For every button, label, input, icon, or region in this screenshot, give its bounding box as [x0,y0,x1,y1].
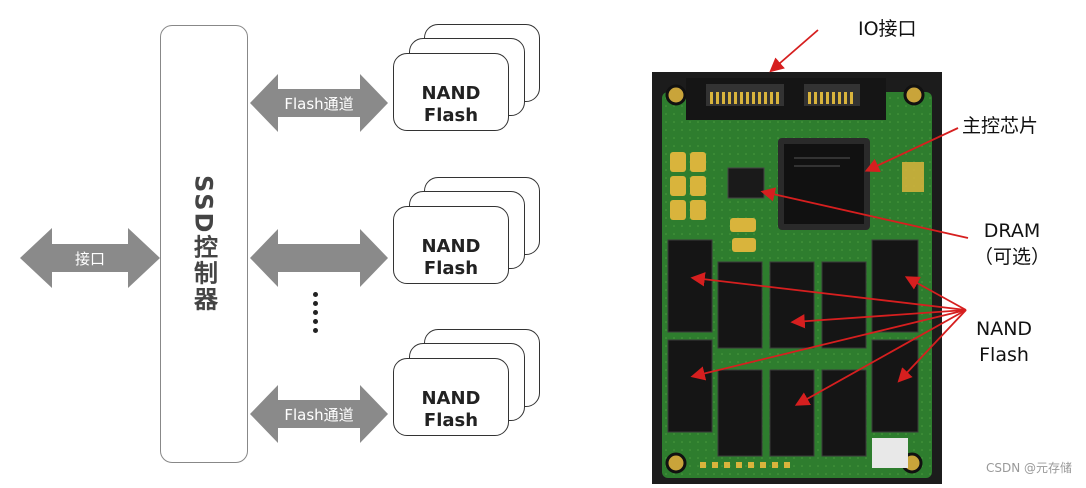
dram-chip [727,167,765,199]
controller-chip-callout: 主控芯片 [962,115,1039,137]
nand-chips [667,239,919,457]
watermark: CSDN @元存储 [985,461,1072,475]
io-connector [686,78,886,120]
callout-lines [690,29,969,406]
interface-arrow [20,228,160,288]
ssd-controller-label: SSD控制器 [189,175,218,313]
bottom-pads [700,462,790,468]
ssd-controller-label-wrap: SSD控制器 [160,25,248,463]
flash-channel-arrow-1 [250,74,388,132]
mount-hole [665,452,687,474]
barcode-label [872,438,908,468]
dram-callout: DRAM （可选） [974,220,1051,268]
flash-channel-label-1: Flash通道 [284,95,354,113]
flash-channel-arrow-2 [250,229,388,287]
mount-hole [903,84,925,106]
pad-cluster [902,162,924,192]
ssd-controller-box [160,25,248,463]
ellipsis-dots [313,292,321,337]
io-interface-callout: IO接口 [858,18,917,40]
interface-label: 接口 [74,250,105,268]
controller-chip [778,138,870,230]
mount-hole [665,84,687,106]
gold-pads [670,152,756,252]
flash-channel-arrow-3 [250,385,388,443]
ssd-architecture-diagram [20,74,388,443]
nand-flash-callout: NAND Flash [976,318,1033,366]
flash-channel-label-3: Flash通道 [284,406,354,424]
